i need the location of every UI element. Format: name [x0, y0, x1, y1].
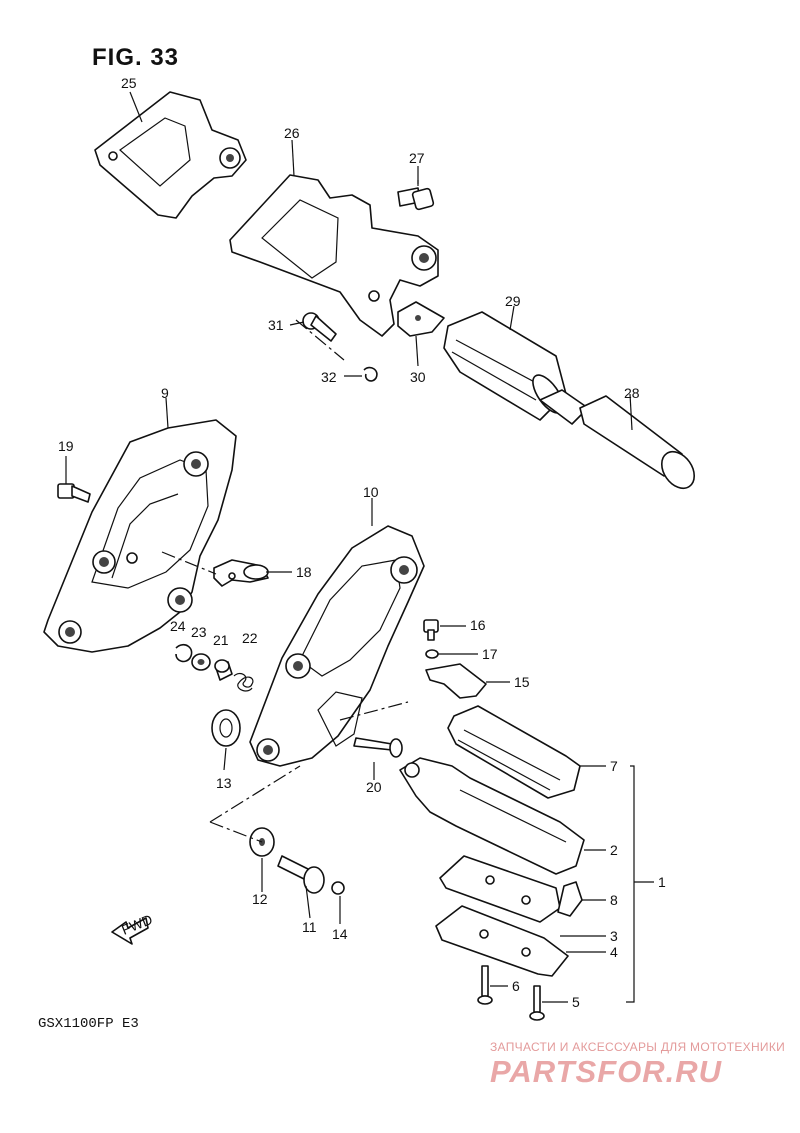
part-22-spring — [233, 672, 254, 692]
part-4-plate — [435, 905, 569, 977]
callout-23: 23 — [191, 624, 207, 640]
part-6-bolt — [477, 965, 493, 1005]
callout-25: 25 — [121, 75, 137, 91]
callout-20: 20 — [366, 779, 382, 795]
model-code: GSX1100FP E3 — [38, 1016, 139, 1032]
part-24-clip — [175, 643, 193, 663]
leader-lines — [65, 91, 654, 1003]
callout-16: 16 — [470, 617, 486, 633]
callout-5: 5 — [572, 994, 580, 1010]
part-30-spring — [397, 301, 445, 337]
callout-26: 26 — [284, 125, 300, 141]
callout-21: 21 — [213, 632, 229, 648]
part-7-rubber — [447, 705, 581, 799]
part-14-clip — [331, 881, 345, 895]
callout-18: 18 — [296, 564, 312, 580]
callout-1: 1 — [658, 874, 666, 890]
part-28-peg — [539, 389, 696, 490]
part-25-bracket — [94, 91, 247, 219]
callout-15: 15 — [514, 674, 530, 690]
callout-28: 28 — [624, 385, 640, 401]
part-17-washer — [425, 649, 439, 659]
figure-title: FIG. 33 — [92, 44, 180, 71]
callout-22: 22 — [242, 630, 258, 646]
part-20-bolt — [353, 737, 403, 758]
callout-3: 3 — [610, 928, 618, 944]
callout-14: 14 — [332, 926, 348, 942]
callout-2: 2 — [610, 842, 618, 858]
callout-11: 11 — [302, 919, 317, 935]
part-29-rubber — [443, 311, 567, 421]
callout-7: 7 — [610, 758, 618, 774]
callout-8: 8 — [610, 892, 618, 908]
part-23-washer — [191, 653, 211, 671]
callout-19: 19 — [58, 438, 74, 454]
fwd-arrow-icon — [111, 917, 149, 945]
part-19-bolt — [57, 483, 91, 503]
callout-27: 27 — [409, 150, 425, 166]
callout-9: 9 — [161, 385, 169, 401]
callout-12: 12 — [252, 891, 268, 907]
part-27-bolt — [397, 180, 435, 211]
watermark-logo: PARTSFOR.RU — [490, 1054, 723, 1089]
callout-6: 6 — [512, 978, 520, 994]
part-32-clip — [363, 366, 378, 382]
callout-numbers: 25 26 27 31 32 30 29 28 9 19 18 10 16 17… — [58, 75, 666, 1010]
part-10-bracket — [249, 525, 425, 767]
part-31-pin — [302, 312, 337, 342]
part-15-plate — [425, 663, 487, 699]
watermark-tagline: ЗАПЧАСТИ И АКСЕССУАРЫ ДЛЯ МОТОТЕХНИКИ — [490, 1040, 786, 1054]
part-26-holder — [229, 174, 439, 337]
callout-30: 30 — [410, 369, 426, 385]
part-8-nut — [557, 881, 583, 917]
callout-10: 10 — [363, 484, 379, 500]
part-16-bolt — [423, 619, 439, 641]
callout-29: 29 — [505, 293, 521, 309]
callout-32: 32 — [321, 369, 337, 385]
callout-13: 13 — [216, 775, 232, 791]
callout-17: 17 — [482, 646, 498, 662]
part-18-tab — [213, 559, 269, 587]
callout-24: 24 — [170, 618, 186, 634]
part-9-bracket-plate — [43, 419, 237, 653]
part-2-footrest — [399, 757, 585, 875]
part-5-bolt — [529, 985, 545, 1021]
part-13-washer — [211, 709, 241, 747]
callout-4: 4 — [610, 944, 618, 960]
part-11-pin — [277, 855, 325, 894]
part-21-collar — [214, 659, 233, 681]
callout-31: 31 — [268, 317, 284, 333]
